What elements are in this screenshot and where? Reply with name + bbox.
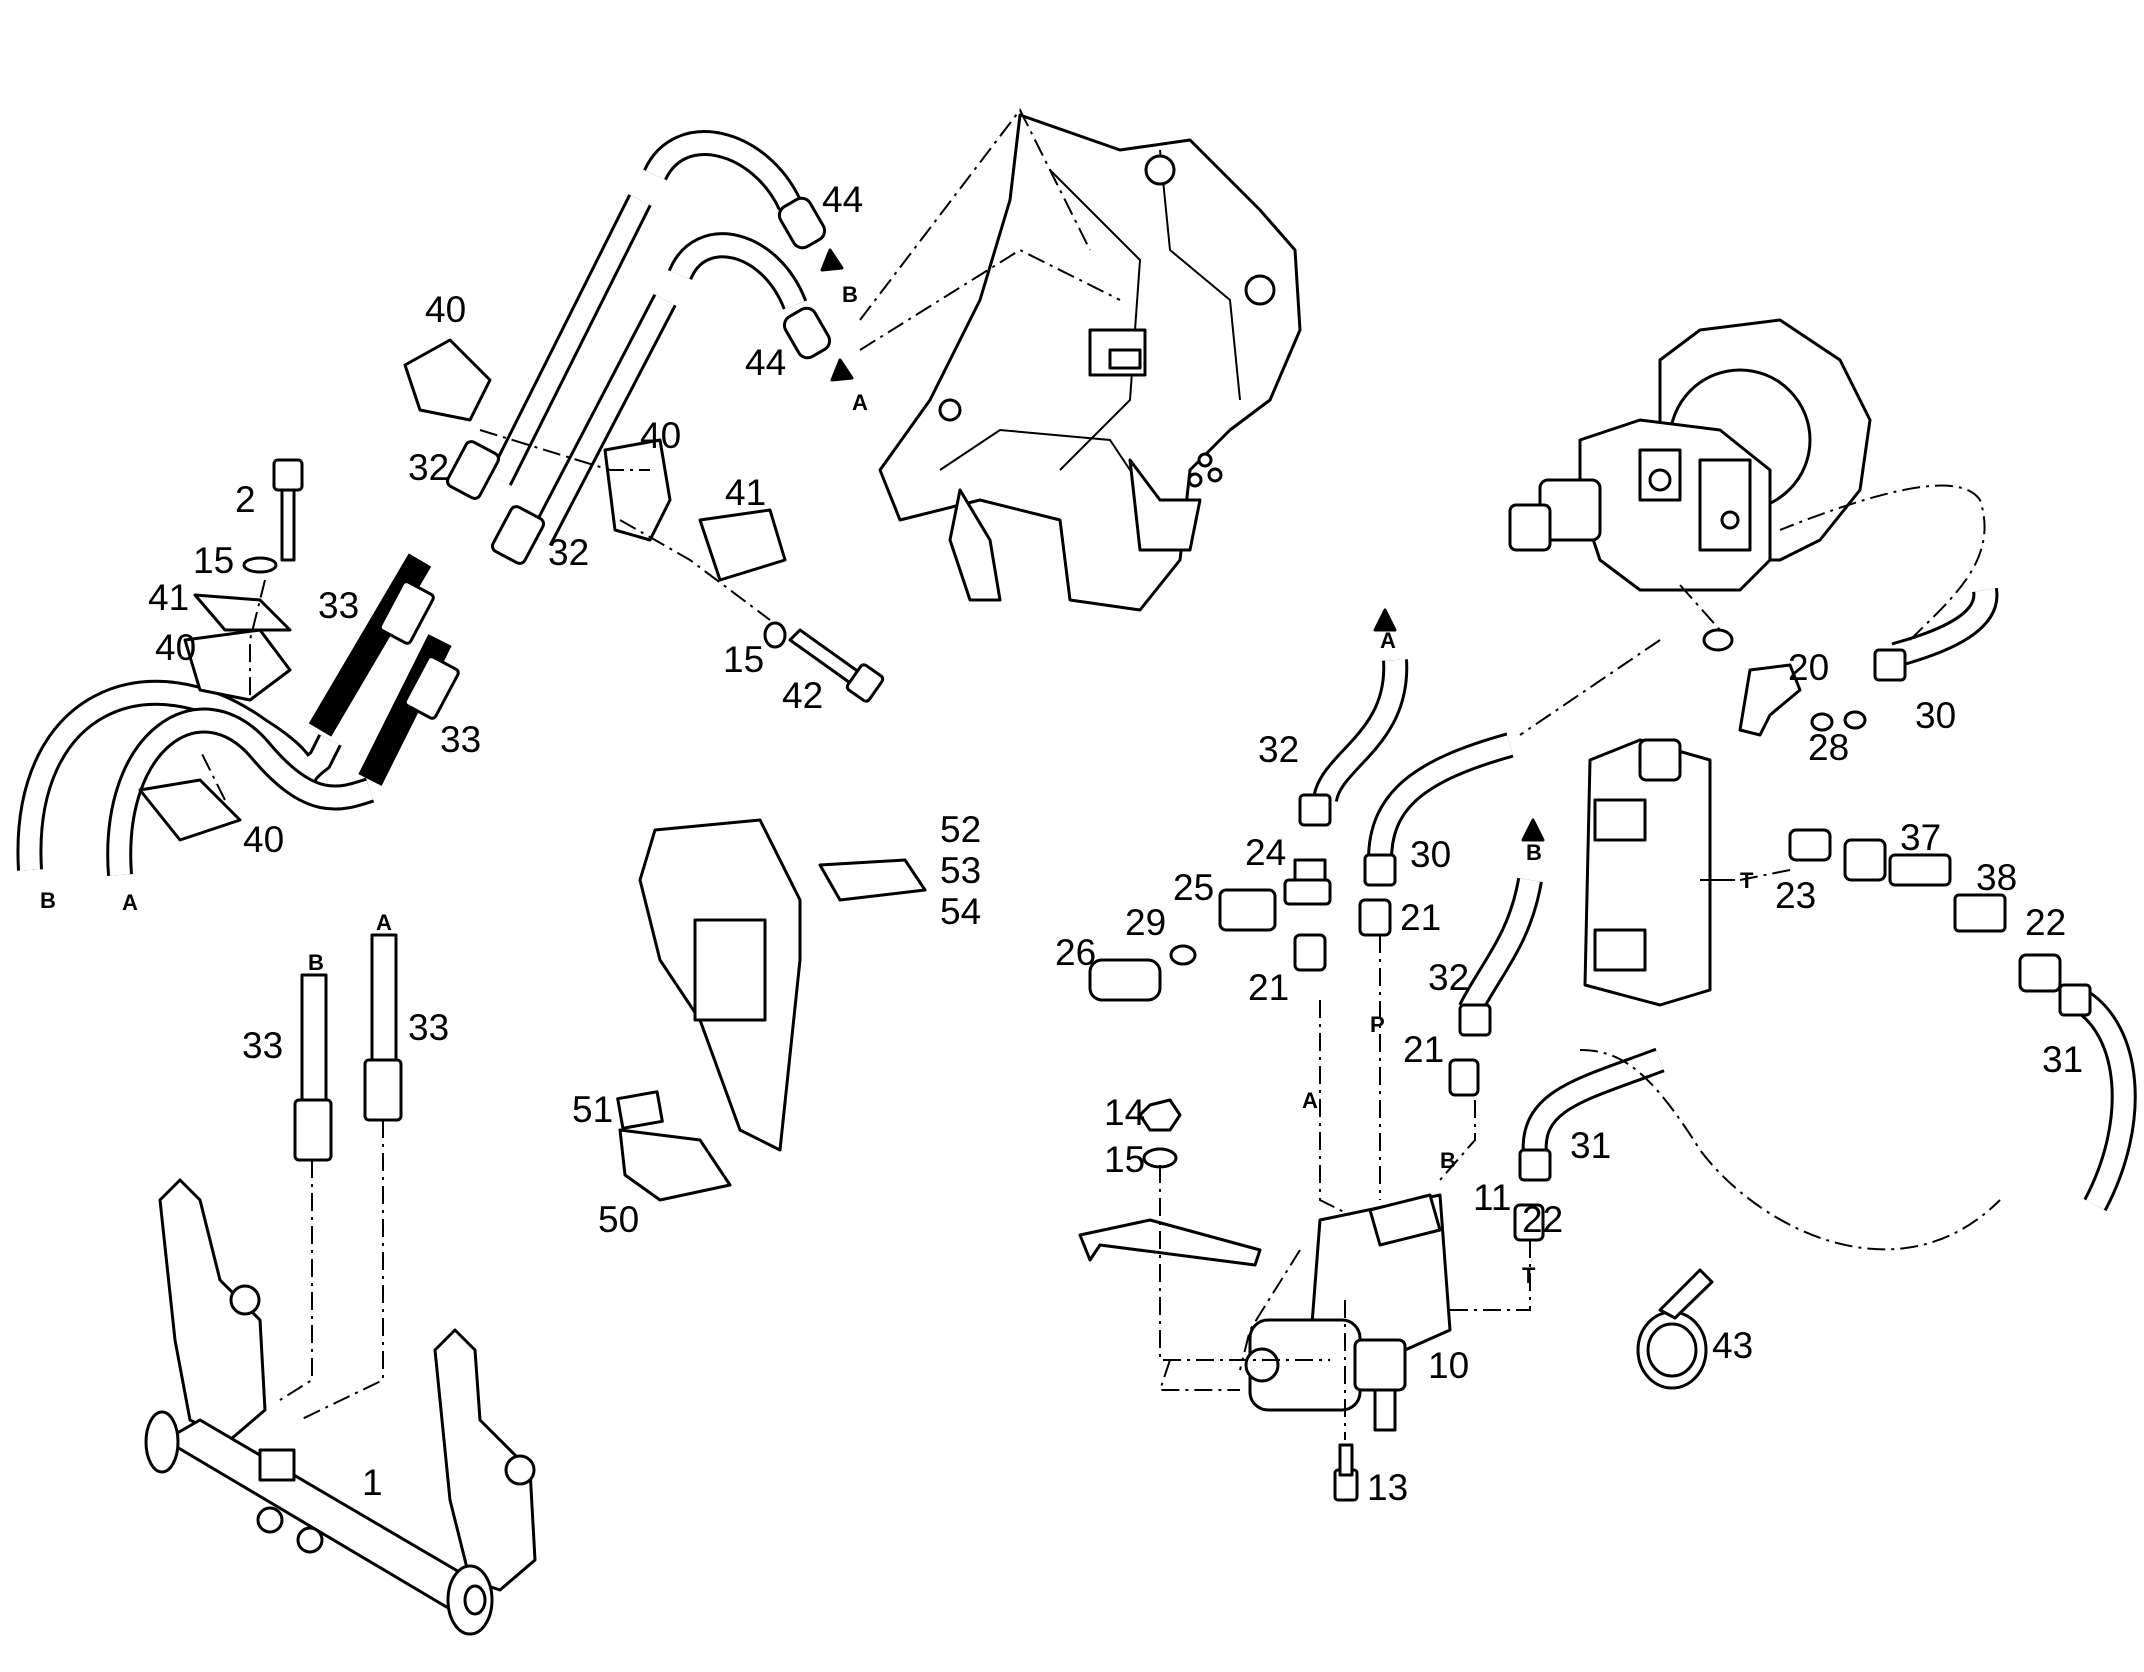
label-51: 51 — [572, 1089, 613, 1130]
label-40d: 40 — [243, 819, 284, 860]
label-21c: 21 — [1403, 1029, 1444, 1070]
label-33d: 33 — [408, 1007, 449, 1048]
label-31a: 31 — [1570, 1125, 1611, 1166]
port-letter-arrow-a: A — [852, 390, 868, 415]
valve-block-10-11 — [1078, 1193, 1452, 1502]
label-40a: 40 — [425, 289, 466, 330]
label-14: 14 — [1104, 1092, 1145, 1133]
hoses-33 — [279, 933, 403, 1421]
port-letter-line-b: B — [1440, 1148, 1456, 1173]
label-41b: 41 — [725, 472, 766, 513]
port-letter-frame-b: B — [308, 950, 324, 975]
label-15b: 15 — [723, 639, 764, 680]
label-44b: 44 — [745, 342, 786, 383]
direction-arrows — [820, 248, 1545, 842]
label-33a: 33 — [318, 585, 359, 626]
label-11: 11 — [1473, 1177, 1511, 1218]
label-33b: 33 — [440, 719, 481, 760]
washer-nut-14-15 — [1138, 1098, 1182, 1169]
label-25: 25 — [1173, 867, 1214, 908]
label-31b: 31 — [2042, 1039, 2083, 1080]
label-30b: 30 — [1915, 695, 1956, 736]
label-15c: 15 — [1104, 1139, 1145, 1180]
label-20: 20 — [1788, 647, 1829, 688]
right-hoses — [1298, 587, 2137, 1212]
label-53: 53 — [940, 850, 981, 891]
label-40c: 40 — [155, 627, 196, 668]
label-13: 13 — [1367, 1467, 1408, 1508]
connection-lines — [199, 108, 2001, 1440]
port-letter-valve-t: T — [1740, 868, 1754, 893]
hose-clip-43 — [1636, 1268, 1714, 1390]
label-24: 24 — [1245, 832, 1286, 873]
label-32a: 32 — [408, 447, 449, 488]
label-50: 50 — [598, 1199, 639, 1240]
label-52: 52 — [940, 809, 981, 850]
port-letter-arrow-b: B — [842, 282, 858, 307]
swing-frame-part-1 — [144, 1178, 537, 1636]
hose-clamps — [138, 338, 787, 842]
directional-control-valve — [1583, 738, 1735, 1007]
loader-boom-frame — [878, 113, 1302, 612]
label-32b: 32 — [548, 532, 589, 573]
label-38: 38 — [1976, 857, 2017, 898]
label-30a: 30 — [1410, 834, 1451, 875]
bolts — [242, 458, 885, 703]
label-2: 2 — [235, 479, 256, 520]
label-10: 10 — [1428, 1345, 1469, 1386]
port-letter-hose-b: B — [40, 888, 56, 913]
label-42: 42 — [782, 675, 823, 716]
label-21a: 21 — [1248, 967, 1289, 1008]
port-letter-up-a: A — [1380, 628, 1396, 653]
port-letter-hose-a: A — [122, 890, 138, 915]
label-54: 54 — [940, 891, 981, 932]
label-15a: 15 — [193, 540, 234, 581]
label-41a: 41 — [148, 577, 189, 618]
label-43: 43 — [1712, 1325, 1753, 1366]
label-1: 1 — [362, 1462, 383, 1503]
label-22a: 22 — [1522, 1199, 1563, 1240]
port-letters: B A B A B A A B A P B T T — [40, 282, 1754, 1288]
control-lever-housing — [616, 818, 927, 1202]
label-26: 26 — [1055, 932, 1096, 973]
port-letter-line-a: A — [1302, 1088, 1318, 1113]
fittings-right — [1088, 628, 2062, 1242]
hydraulic-pump-assembly — [1508, 318, 1872, 592]
port-letter-up-b: B — [1526, 840, 1542, 865]
label-28: 28 — [1808, 727, 1849, 768]
label-44a: 44 — [822, 179, 863, 220]
port-letter-frame-a: A — [376, 910, 392, 935]
label-23: 23 — [1775, 875, 1816, 916]
label-37: 37 — [1900, 817, 1941, 858]
label-21b: 21 — [1400, 897, 1441, 938]
label-29: 29 — [1125, 902, 1166, 943]
port-letter-line-t: T — [1522, 1263, 1536, 1288]
label-33c: 33 — [242, 1025, 283, 1066]
label-32d: 32 — [1428, 957, 1469, 998]
label-32c: 32 — [1258, 729, 1299, 770]
boom-hoses — [16, 130, 832, 876]
label-22b: 22 — [2025, 902, 2066, 943]
label-40b: 40 — [640, 415, 681, 456]
port-letter-line-p: P — [1370, 1012, 1385, 1037]
part-labels: 1 2 10 11 13 14 15 15 15 20 21 21 21 22 … — [148, 179, 2083, 1508]
